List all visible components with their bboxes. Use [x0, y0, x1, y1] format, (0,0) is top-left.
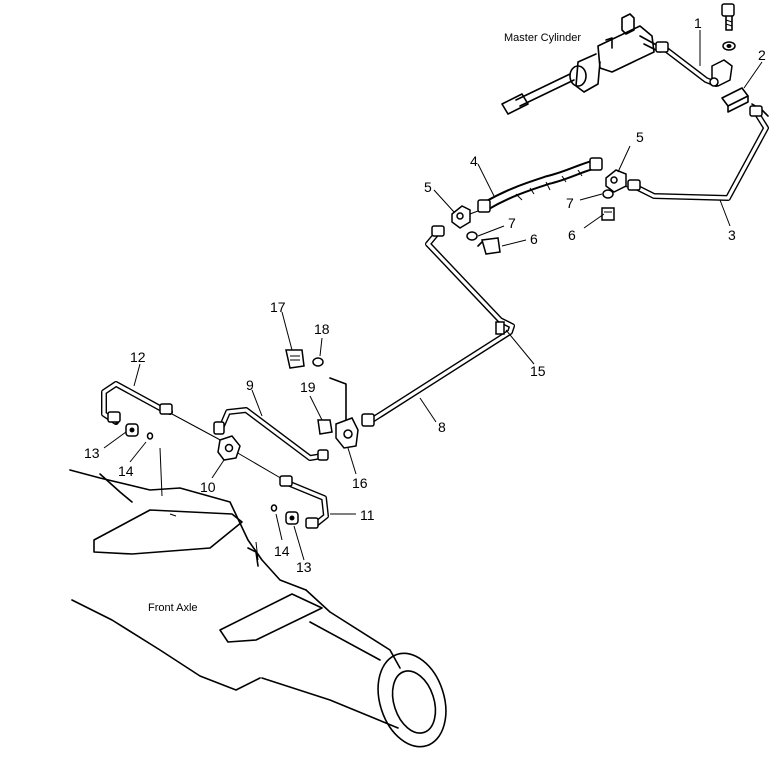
callout-18: 18	[314, 321, 330, 337]
callout-6: 6	[530, 231, 538, 247]
connection-line	[171, 413, 225, 443]
callout-5: 5	[424, 179, 432, 195]
master-cylinder	[501, 13, 663, 115]
clip-15	[495, 321, 505, 335]
fitting-13	[125, 423, 139, 437]
callout-7: 7	[508, 215, 516, 231]
seal-14	[146, 432, 154, 440]
callout-15: 15	[530, 363, 546, 379]
callout-leaders	[103, 30, 763, 561]
front-axle-label: Front Axle	[148, 602, 198, 614]
pipe-9	[219, 407, 325, 461]
callout-13: 13	[296, 559, 312, 575]
washer-7	[466, 231, 478, 241]
washer-7	[602, 189, 614, 199]
junction-block	[709, 59, 733, 87]
callout-19: 19	[300, 379, 316, 395]
washer-18	[312, 357, 324, 367]
callout-14: 14	[274, 543, 290, 559]
callout-12: 12	[130, 349, 146, 365]
callout-10: 10	[200, 479, 216, 495]
callout-2: 2	[758, 47, 766, 63]
pipe-8	[369, 229, 515, 423]
callout-9: 9	[246, 377, 254, 393]
hose-4	[481, 159, 601, 211]
callout-17: 17	[270, 299, 286, 315]
callout-13: 13	[84, 445, 100, 461]
tee-bracket-16	[329, 377, 359, 449]
callout-14: 14	[118, 463, 134, 479]
seal-14	[270, 504, 278, 512]
bolt	[721, 3, 736, 51]
fitting-13	[285, 511, 299, 525]
connection-line	[235, 451, 285, 481]
callout-1: 1	[694, 15, 702, 31]
tee-fitting-5	[451, 205, 471, 229]
pipe-11	[287, 481, 329, 527]
pipe-3	[631, 109, 769, 201]
front-axle-housing	[69, 447, 447, 748]
callout-7: 7	[566, 195, 574, 211]
tee-fitting-5	[605, 169, 627, 193]
pipe-nuts	[107, 41, 763, 529]
callout-5: 5	[636, 129, 644, 145]
callout-4: 4	[470, 153, 478, 169]
master-cylinder-label: Master Cylinder	[504, 32, 581, 44]
bolt-17	[285, 349, 305, 369]
callout-3: 3	[728, 227, 736, 243]
pipe-1	[661, 45, 719, 87]
callout-11: 11	[360, 507, 375, 523]
callout-16: 16	[352, 475, 368, 491]
tee-fitting-10	[217, 435, 241, 461]
callout-6: 6	[568, 227, 576, 243]
bolt-6	[477, 237, 501, 255]
callout-8: 8	[438, 419, 446, 435]
bolt-19	[317, 419, 333, 435]
